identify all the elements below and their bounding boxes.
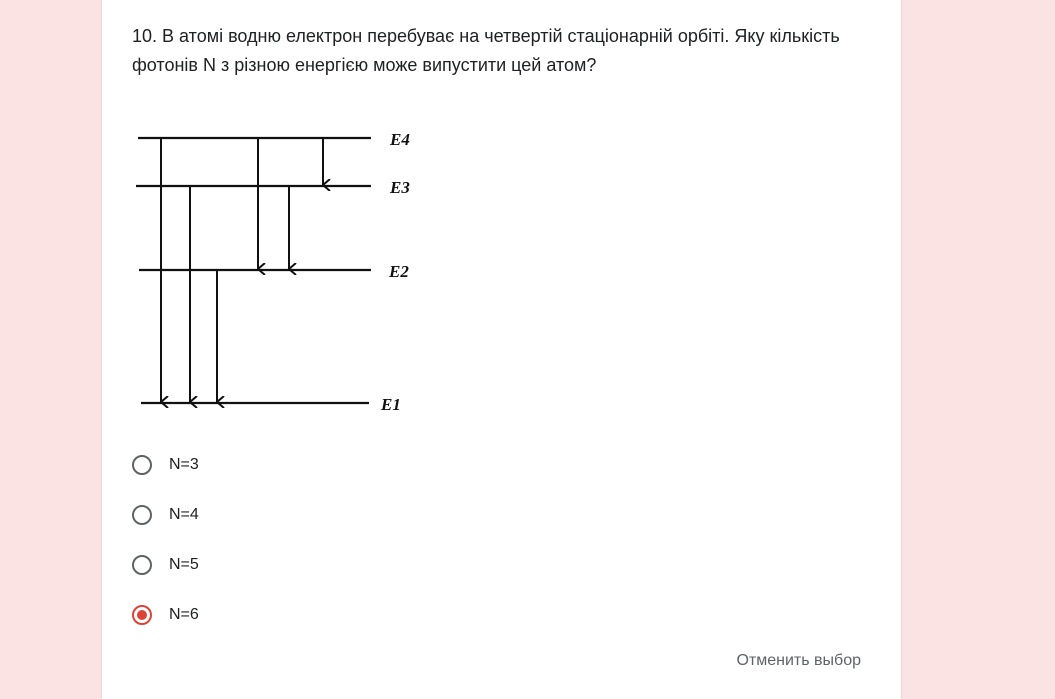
label-e3: E3: [389, 178, 410, 197]
question-title: 10. В атомі водню електрон перебуває на …: [132, 26, 840, 75]
label-e2: E2: [388, 262, 409, 281]
option-n6[interactable]: N=6: [132, 601, 199, 629]
option-n5[interactable]: N=5: [132, 551, 199, 579]
option-label: N=5: [169, 556, 199, 573]
option-label: N=3: [169, 456, 199, 473]
option-label: N=6: [169, 606, 199, 623]
clear-selection-button[interactable]: Отменить выбор: [736, 652, 861, 669]
energy-level-diagram: E4 E3 E2 E1: [136, 130, 410, 414]
label-e1: E1: [380, 395, 401, 414]
question-card: 10. В атомі водню електрон перебуває на …: [101, 0, 902, 699]
radio-button[interactable]: [132, 505, 152, 525]
option-n4[interactable]: N=4: [132, 501, 199, 529]
radio-button-selected[interactable]: [132, 605, 152, 625]
option-label: N=4: [169, 506, 199, 523]
radio-button[interactable]: [132, 455, 152, 475]
radio-button[interactable]: [132, 555, 152, 575]
option-n3[interactable]: N=3: [132, 451, 199, 479]
label-e4: E4: [389, 130, 410, 149]
